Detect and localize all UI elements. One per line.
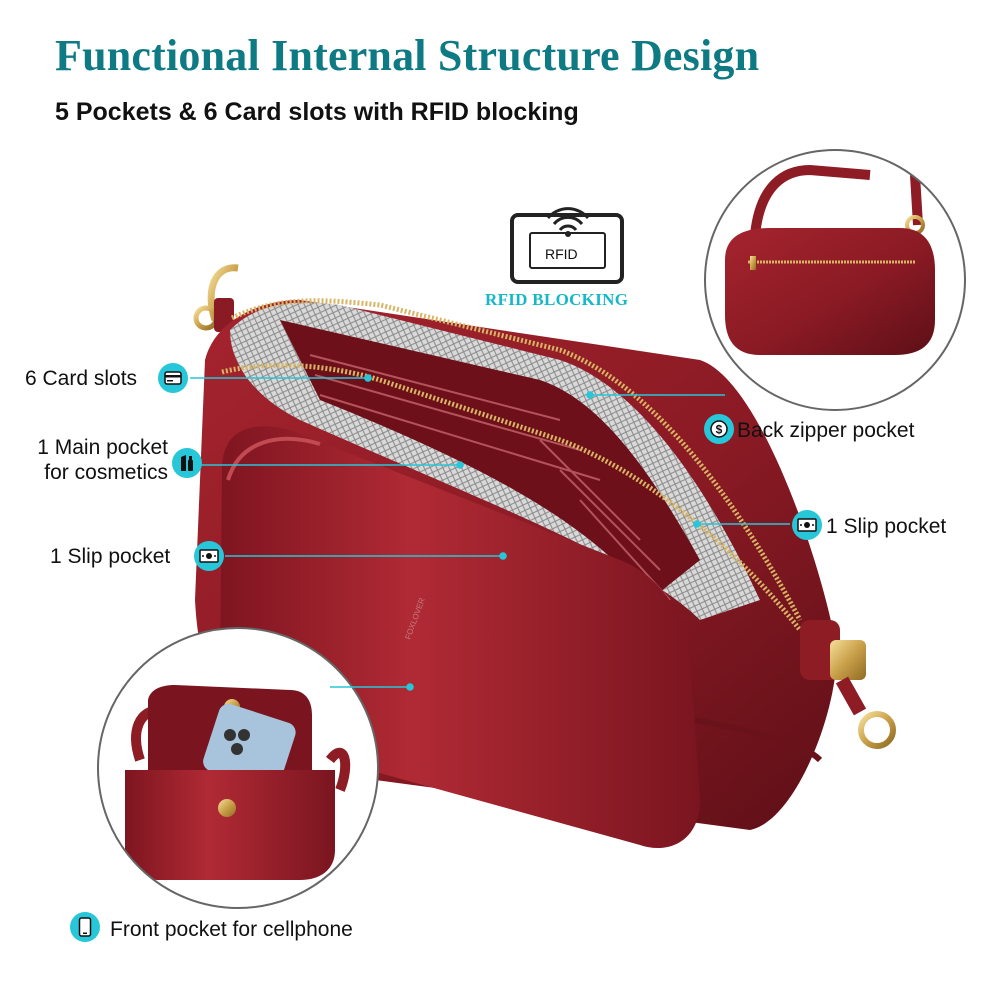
callout-main-pocket: 1 Main pocket for cosmetics	[20, 435, 168, 485]
rfid-badge-text: RFID	[545, 246, 578, 262]
front-pocket-inset	[97, 627, 379, 909]
callout-main-pocket-line2: for cosmetics	[44, 461, 168, 484]
leader-lines	[190, 374, 790, 691]
rfid-caption: RFID BLOCKING	[485, 290, 629, 309]
phone-in-pocket	[203, 703, 296, 790]
back-view-inset	[704, 149, 966, 411]
card-slots	[309, 354, 671, 601]
phone-icon	[70, 912, 100, 942]
callout-main-pocket-line1: 1 Main pocket	[37, 436, 168, 459]
dollar-icon: $	[704, 414, 734, 444]
cash-icon	[792, 510, 822, 540]
lipstick-icon	[172, 448, 202, 478]
page-title: Functional Internal Structure Design	[55, 31, 760, 80]
card-icon	[158, 363, 188, 393]
callout-slip-pocket-left: 1 Slip pocket	[50, 545, 171, 568]
svg-text:$: $	[716, 423, 723, 437]
callout-back-zipper: Back zipper pocket	[737, 419, 915, 442]
rfid-wifi-icon	[510, 207, 624, 284]
callout-card-slots: 6 Card slots	[25, 367, 138, 390]
page-subtitle: 5 Pockets & 6 Card slots with RFID block…	[55, 98, 579, 126]
cash-icon	[194, 541, 224, 571]
callout-front-pocket: Front pocket for cellphone	[110, 918, 353, 941]
callout-slip-pocket-right: 1 Slip pocket	[826, 515, 947, 538]
